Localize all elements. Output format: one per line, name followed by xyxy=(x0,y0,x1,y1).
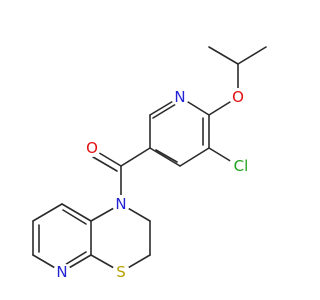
atom-sulfur: S xyxy=(116,263,126,281)
bond xyxy=(179,147,210,167)
atom-chlorine: Cl xyxy=(234,157,249,175)
bond xyxy=(155,149,178,163)
bond xyxy=(120,147,151,167)
bond xyxy=(152,103,177,119)
bond xyxy=(95,150,122,167)
atom-label-background xyxy=(83,139,101,157)
bond xyxy=(32,203,63,222)
bond xyxy=(61,203,92,222)
bond xyxy=(208,147,233,163)
atom-label-background xyxy=(171,88,189,106)
bond xyxy=(92,156,118,172)
bond-layer xyxy=(32,46,267,273)
atom-label-background xyxy=(112,263,130,281)
atom-label-background xyxy=(229,154,253,178)
atom-o-ether: O xyxy=(232,88,244,106)
atom-n-amide: N xyxy=(115,195,126,213)
atom-layer: N O Cl O N N S xyxy=(53,88,253,281)
atom-o-carbonyl: O xyxy=(86,139,98,157)
bond xyxy=(237,46,267,65)
atom-label-background xyxy=(112,195,130,213)
atom-label-background xyxy=(53,263,71,281)
bond xyxy=(62,251,87,267)
atom-n-pyridine-top: N xyxy=(174,88,185,106)
bond xyxy=(62,209,87,225)
bond xyxy=(149,147,181,167)
atom-n-pyridine-bottom: N xyxy=(56,263,67,281)
chemical-structure-diagram: N O Cl O N N S xyxy=(32,46,267,281)
atom-label-background xyxy=(229,88,247,106)
bond xyxy=(208,46,239,65)
